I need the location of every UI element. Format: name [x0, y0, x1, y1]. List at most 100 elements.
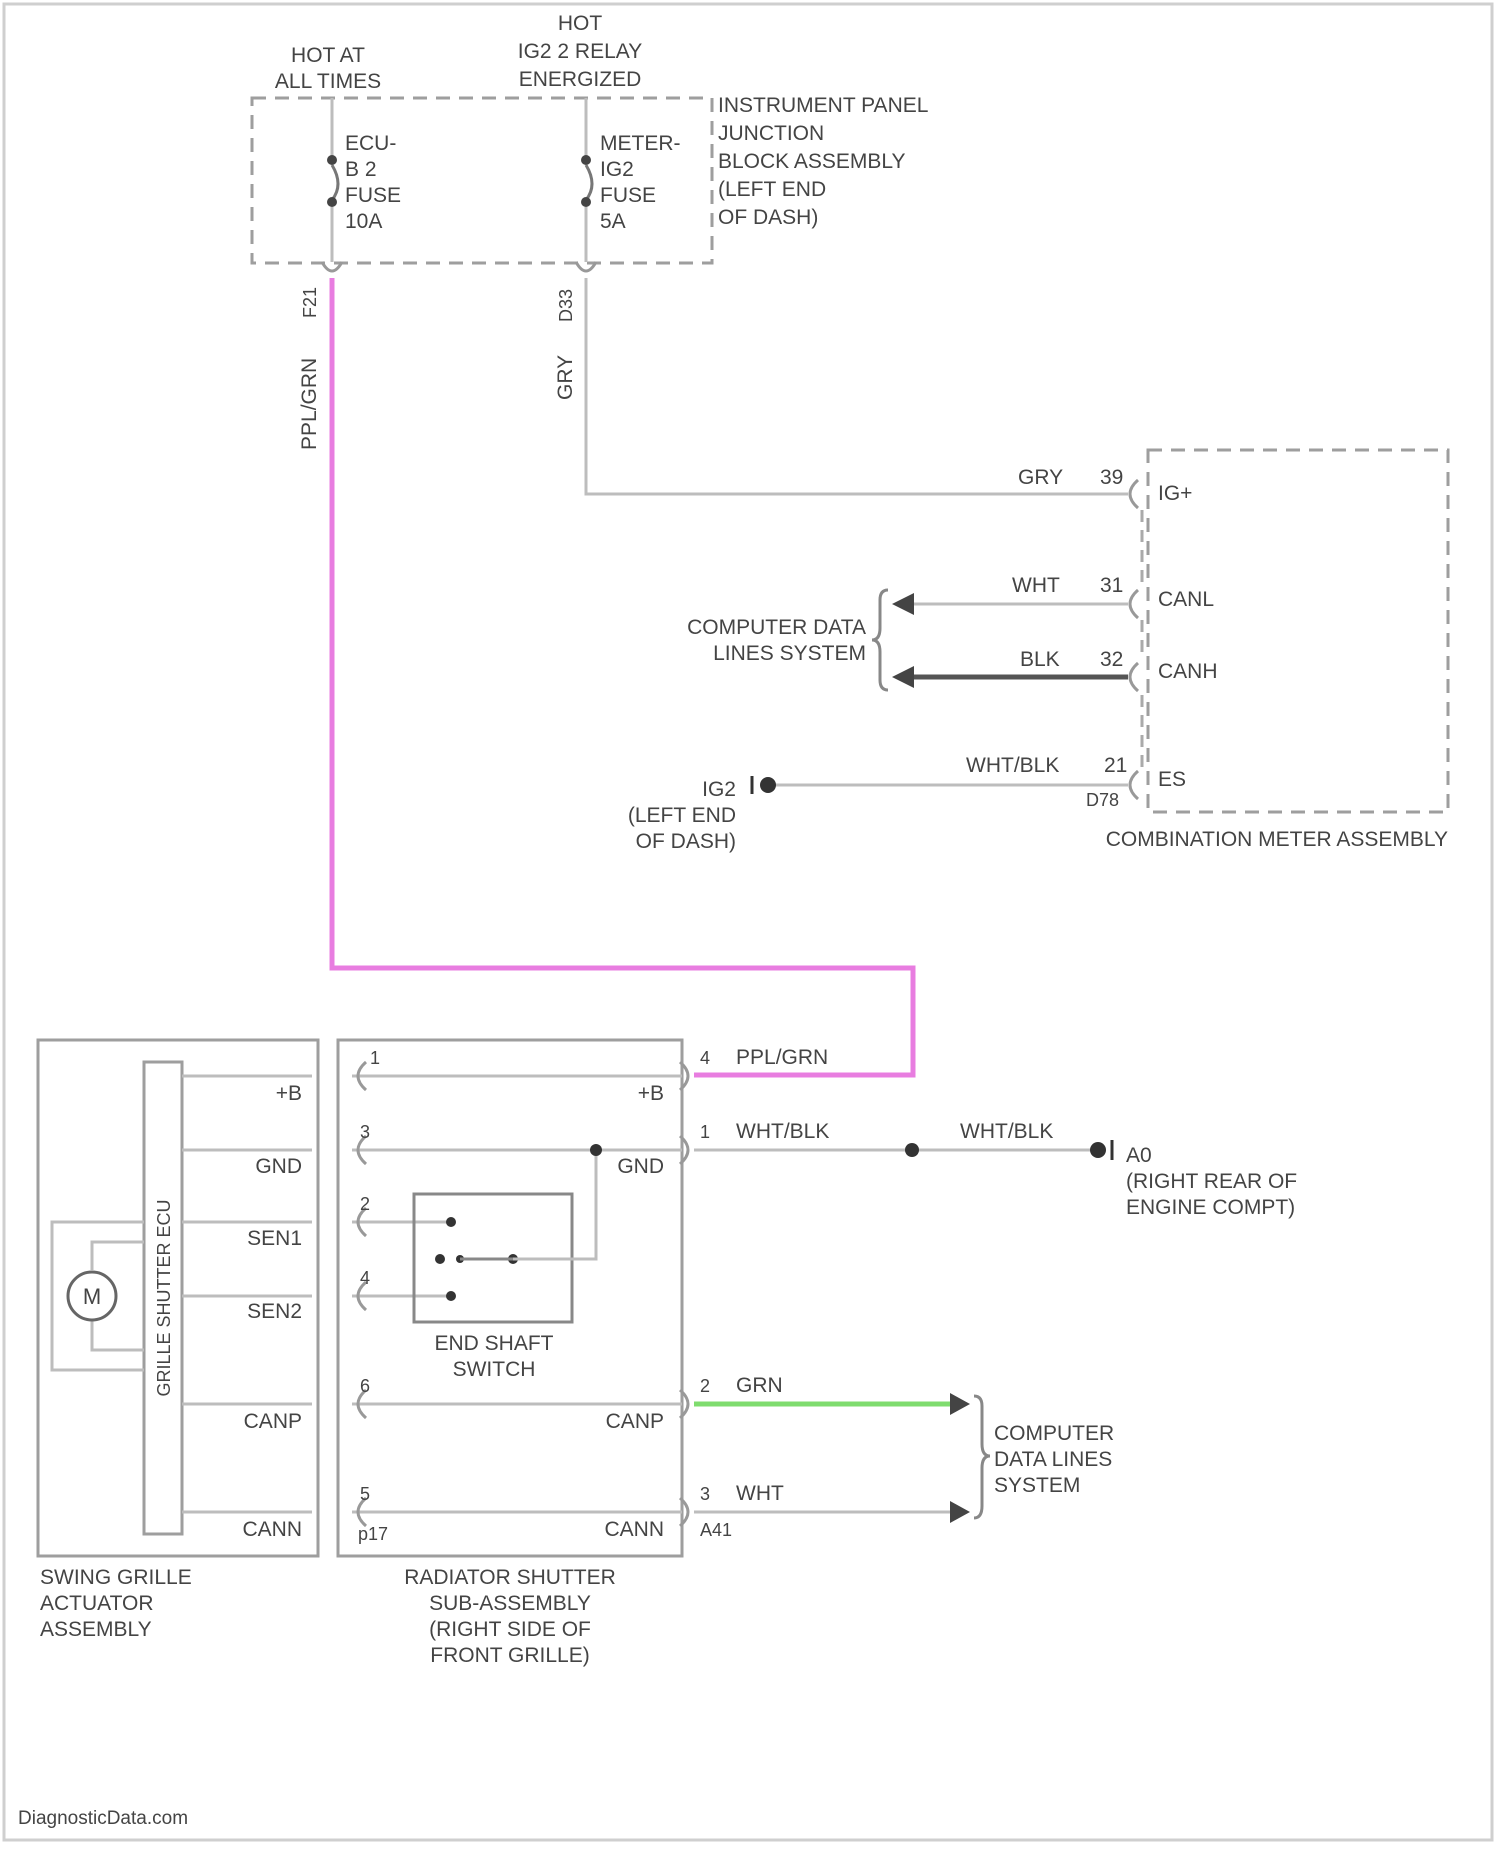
right-pin-4: 4: [700, 1048, 710, 1068]
meter-pin-31: 31: [1100, 574, 1123, 597]
junction-block-label-1: INSTRUMENT PANEL: [718, 94, 928, 117]
junction-block-label-3: BLOCK ASSEMBLY: [718, 150, 906, 173]
meter-pin-label-canh: CANH: [1158, 660, 1218, 683]
right-connector-a41: A41: [700, 1520, 732, 1540]
actuator-pin-sen1: SEN1: [247, 1227, 302, 1250]
switch-to-gnd-wire: [513, 1150, 596, 1259]
meter-pin-21: 21: [1104, 754, 1127, 777]
meter-pin-32: 32: [1100, 648, 1123, 671]
meter-wire-wht-blk: WHT/BLK: [966, 754, 1059, 777]
meter-wire-wht: WHT: [1012, 574, 1060, 597]
right-pin-3: 3: [700, 1484, 710, 1504]
wht-blk-splice-dot: [905, 1143, 919, 1157]
meter-wire-blk: BLK: [1020, 648, 1060, 671]
right-wire-wht-blk: WHT/BLK: [736, 1120, 829, 1143]
shutter-pin-num-6: 6: [360, 1376, 370, 1396]
end-shaft-switch-label-2: SWITCH: [453, 1358, 536, 1381]
hot-relay-label-1: HOT: [558, 12, 603, 35]
meter-data-lines-label-1: COMPUTER DATA: [687, 616, 866, 639]
swing-grille-label-1: SWING GRILLE: [40, 1566, 192, 1589]
right-wire-grn: GRN: [736, 1374, 783, 1397]
junction-block-label-5: OF DASH): [718, 206, 818, 229]
grille-shutter-ecu-label: GRILLE SHUTTER ECU: [154, 1199, 174, 1396]
right-wire-wht: WHT: [736, 1482, 784, 1505]
shutter-pin-num-3: 3: [360, 1122, 370, 1142]
actuator-pin-sen2: SEN2: [247, 1300, 302, 1323]
radiator-shutter-label-2: SUB-ASSEMBLY: [429, 1592, 591, 1615]
right-data-lines-label-2: DATA LINES: [994, 1448, 1112, 1471]
fuse-ecu-label-1: ECU-: [345, 132, 396, 155]
hot-all-times-label-1: HOT AT: [291, 44, 365, 67]
switch-contact-top: [446, 1217, 456, 1227]
connector-d33-label: D33: [556, 289, 576, 322]
ground-ig2-label-2: (LEFT END: [628, 804, 736, 827]
ground-ig2-icon: [760, 777, 776, 793]
diagram-border: [4, 4, 1492, 1840]
swing-grille-label-3: ASSEMBLY: [40, 1618, 152, 1641]
meter-data-lines-label-2: LINES SYSTEM: [713, 642, 866, 665]
hot-relay-label-2: IG2 2 RELAY: [518, 40, 643, 63]
fuse-meter-label-4: 5A: [600, 210, 626, 233]
fuse-meter-contact-bottom: [581, 197, 591, 207]
motor-wire-bottom: [92, 1320, 144, 1350]
ground-a0-label-1: A0: [1126, 1144, 1152, 1167]
shutter-connector-p17: p17: [358, 1524, 388, 1544]
fuse-meter-icon: [586, 165, 592, 200]
meter-wire-gry: GRY: [1018, 466, 1063, 489]
actuator-pin-b: +B: [276, 1082, 302, 1105]
ground-ig2-label-1: IG2: [702, 778, 736, 801]
right-pin-2: 2: [700, 1376, 710, 1396]
arrow-canh-icon: [892, 666, 914, 688]
shutter-pin-canp: CANP: [606, 1410, 664, 1433]
hot-all-times-label-2: ALL TIMES: [275, 70, 381, 93]
meter-pin-39-arc: [1130, 480, 1138, 508]
actuator-pin-gnd: GND: [255, 1155, 302, 1178]
meter-pin-label-igplus: IG+: [1158, 482, 1192, 505]
combination-meter-box: [1148, 450, 1448, 812]
meter-pin-32-arc: [1130, 663, 1138, 691]
shutter-pin-num-1: 1: [370, 1048, 380, 1068]
gnd-splice-dot: [590, 1144, 602, 1156]
connector-f21-label: F21: [300, 287, 320, 318]
switch-contact-bottom: [446, 1291, 456, 1301]
wire-ppl-grn-vertical-label: PPL/GRN: [298, 358, 321, 450]
motor-wire-top: [92, 1242, 144, 1270]
right-pin-1: 1: [700, 1122, 710, 1142]
shutter-pin-num-2: 2: [360, 1194, 370, 1214]
shutter-pin-b: +B: [638, 1082, 664, 1105]
ground-wire-wht-blk: WHT/BLK: [960, 1120, 1053, 1143]
fuse-ecu-label-2: B 2: [345, 158, 377, 181]
fuse-meter-label-3: FUSE: [600, 184, 656, 207]
meter-connector-d78: D78: [1086, 790, 1119, 810]
ground-ig2-label-3: OF DASH): [636, 830, 736, 853]
switch-contact-mid-left: [435, 1254, 445, 1264]
radiator-shutter-label-1: RADIATOR SHUTTER: [404, 1566, 616, 1589]
ground-a0-label-2: (RIGHT REAR OF: [1126, 1170, 1297, 1193]
fuse-meter-label-1: METER-: [600, 132, 681, 155]
arrow-canl-icon: [892, 593, 914, 615]
combination-meter-label: COMBINATION METER ASSEMBLY: [1106, 828, 1448, 851]
hot-relay-label-3: ENERGIZED: [519, 68, 642, 91]
meter-pin-21-arc: [1130, 771, 1138, 799]
radiator-shutter-label-3: (RIGHT SIDE OF: [429, 1618, 591, 1641]
motor-label: M: [83, 1284, 101, 1309]
shutter-pin-cann: CANN: [604, 1518, 664, 1541]
fuse-ecu-contact-top: [327, 155, 337, 165]
data-lines-brace-right: [974, 1396, 990, 1518]
fuse-ecu-icon: [332, 165, 338, 200]
shutter-pin-gnd: GND: [617, 1155, 664, 1178]
wire-gry: [586, 278, 1128, 494]
actuator-pin-cann: CANN: [242, 1518, 302, 1541]
meter-pin-label-es: ES: [1158, 768, 1186, 791]
swing-grille-label-2: ACTUATOR: [40, 1592, 154, 1615]
data-lines-brace: [872, 590, 888, 690]
shutter-pin-num-4: 4: [360, 1268, 370, 1288]
meter-pin-label-canl: CANL: [1158, 588, 1214, 611]
end-shaft-switch-label-1: END SHAFT: [434, 1332, 553, 1355]
meter-pin-39: 39: [1100, 466, 1123, 489]
right-wire-ppl-grn: PPL/GRN: [736, 1046, 828, 1069]
arrow-canp-icon: [950, 1393, 970, 1415]
fuse-ecu-contact-bottom: [327, 197, 337, 207]
shutter-pin-num-5: 5: [360, 1484, 370, 1504]
